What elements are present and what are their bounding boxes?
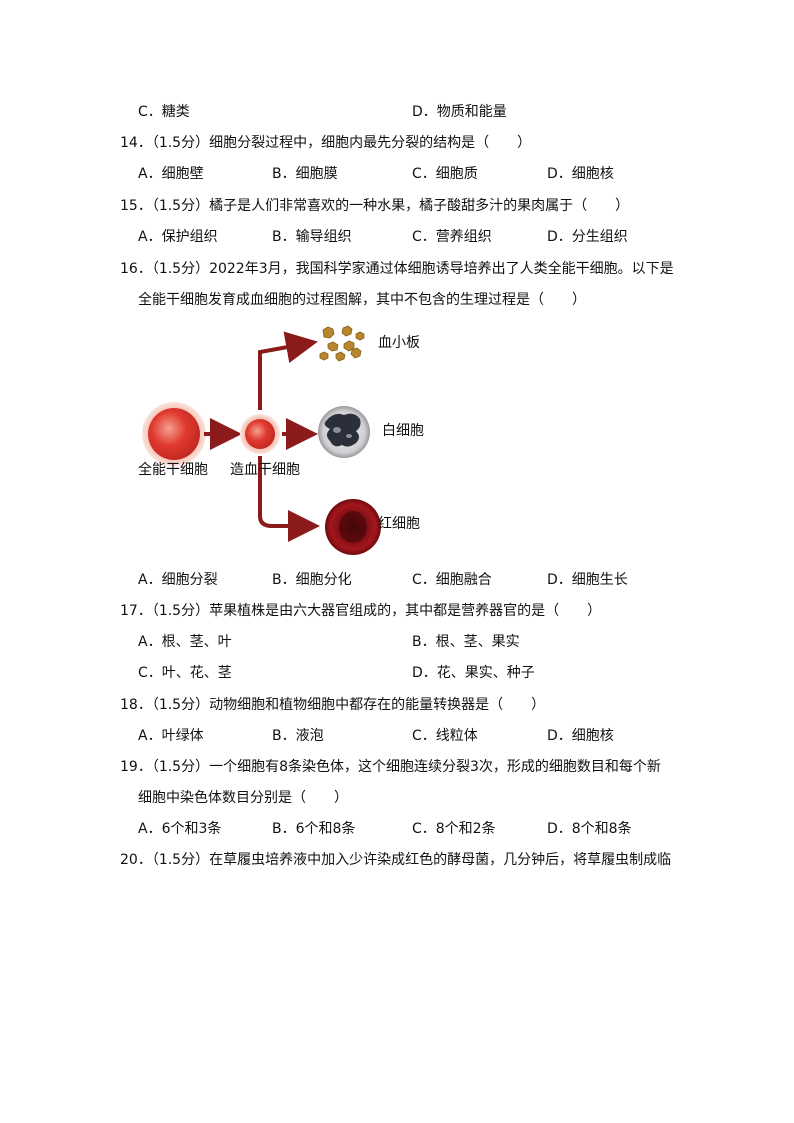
q19-option-c: C．8个和2条 xyxy=(412,821,496,837)
q19-option-a: A．6个和3条 xyxy=(138,821,222,837)
rbc-label: 红细胞 xyxy=(378,516,420,532)
hematopoietic-label: 造血干细胞 xyxy=(230,462,300,478)
q19-option-d: D．8个和8条 xyxy=(547,821,632,837)
q18-option-b: B．液泡 xyxy=(272,728,324,744)
q20-stem-line1: 20．（1.5分）在草履虫培养液中加入少许染成红色的酵母菌，几分钟后，将草履虫制… xyxy=(120,852,672,868)
q15-option-a: A．保护组织 xyxy=(138,229,218,245)
totipotent-stem-cell xyxy=(142,402,206,466)
arrow-to-rbc xyxy=(258,456,320,542)
q17-option-b: B．根、茎、果实 xyxy=(412,634,520,650)
q13-option-c: C．糖类 xyxy=(138,104,190,120)
q16-option-c: C．细胞融合 xyxy=(412,572,492,588)
q13-option-d: D．物质和能量 xyxy=(412,104,507,120)
hematopoietic-stem-cell xyxy=(240,414,280,454)
q15-option-c: C．营养组织 xyxy=(412,229,492,245)
q15-stem: 15．（1.5分）橘子是人们非常喜欢的一种水果，橘子酸甜多汁的果肉属于（ ） xyxy=(120,198,630,214)
totipotent-label: 全能干细胞 xyxy=(138,462,208,478)
q17-option-d: D．花、果实、种子 xyxy=(412,665,535,681)
q16-stem-line2: 全能干细胞发育成血细胞的过程图解，其中不包含的生理过程是（ ） xyxy=(138,292,586,308)
q15-option-d: D．分生组织 xyxy=(547,229,628,245)
blood-cell-diagram: 全能干细胞 造血干细胞 血小板 白细胞 红细胞 xyxy=(130,318,550,563)
q14-stem: 14．（1.5分）细胞分裂过程中，细胞内最先分裂的结构是（ ） xyxy=(120,135,532,151)
arrow-to-platelet xyxy=(258,331,318,410)
q16-stem-line1: 16．（1.5分）2022年3月，我国科学家通过体细胞诱导培养出了人类全能干细胞… xyxy=(120,261,674,277)
q14-option-d: D．细胞核 xyxy=(547,166,614,182)
q17-stem: 17．（1.5分）苹果植株是由六大器官组成的，其中都是营养器官的是（ ） xyxy=(120,603,602,619)
q14-option-a: A．细胞壁 xyxy=(138,166,204,182)
q19-stem-line2: 细胞中染色体数目分别是（ ） xyxy=(138,790,348,806)
q17-option-a: A．根、茎、叶 xyxy=(138,634,232,650)
q14-option-b: B．细胞膜 xyxy=(272,166,338,182)
platelet-label: 血小板 xyxy=(378,335,420,351)
blood-cell-diagram-svg xyxy=(142,325,381,555)
platelets xyxy=(319,325,365,362)
q17-option-c: C．叶、花、茎 xyxy=(138,665,232,681)
q18-option-d: D．细胞核 xyxy=(547,728,614,744)
q18-option-a: A．叶绿体 xyxy=(138,728,204,744)
wbc-label: 白细胞 xyxy=(382,423,424,439)
q19-stem-line1: 19．（1.5分）一个细胞有8条染色体，这个细胞连续分裂3次，形成的细胞数目和每… xyxy=(120,759,661,775)
q18-stem: 18．（1.5分）动物细胞和植物细胞中都存在的能量转换器是（ ） xyxy=(120,697,546,713)
q16-option-d: D．细胞生长 xyxy=(547,572,628,588)
red-blood-cell xyxy=(325,499,381,555)
white-blood-cell xyxy=(318,406,370,458)
q19-option-b: B．6个和8条 xyxy=(272,821,356,837)
q18-option-c: C．线粒体 xyxy=(412,728,478,744)
q16-option-b: B．细胞分化 xyxy=(272,572,352,588)
q15-option-b: B．输导组织 xyxy=(272,229,352,245)
q16-option-a: A．细胞分裂 xyxy=(138,572,218,588)
q14-option-c: C．细胞质 xyxy=(412,166,478,182)
